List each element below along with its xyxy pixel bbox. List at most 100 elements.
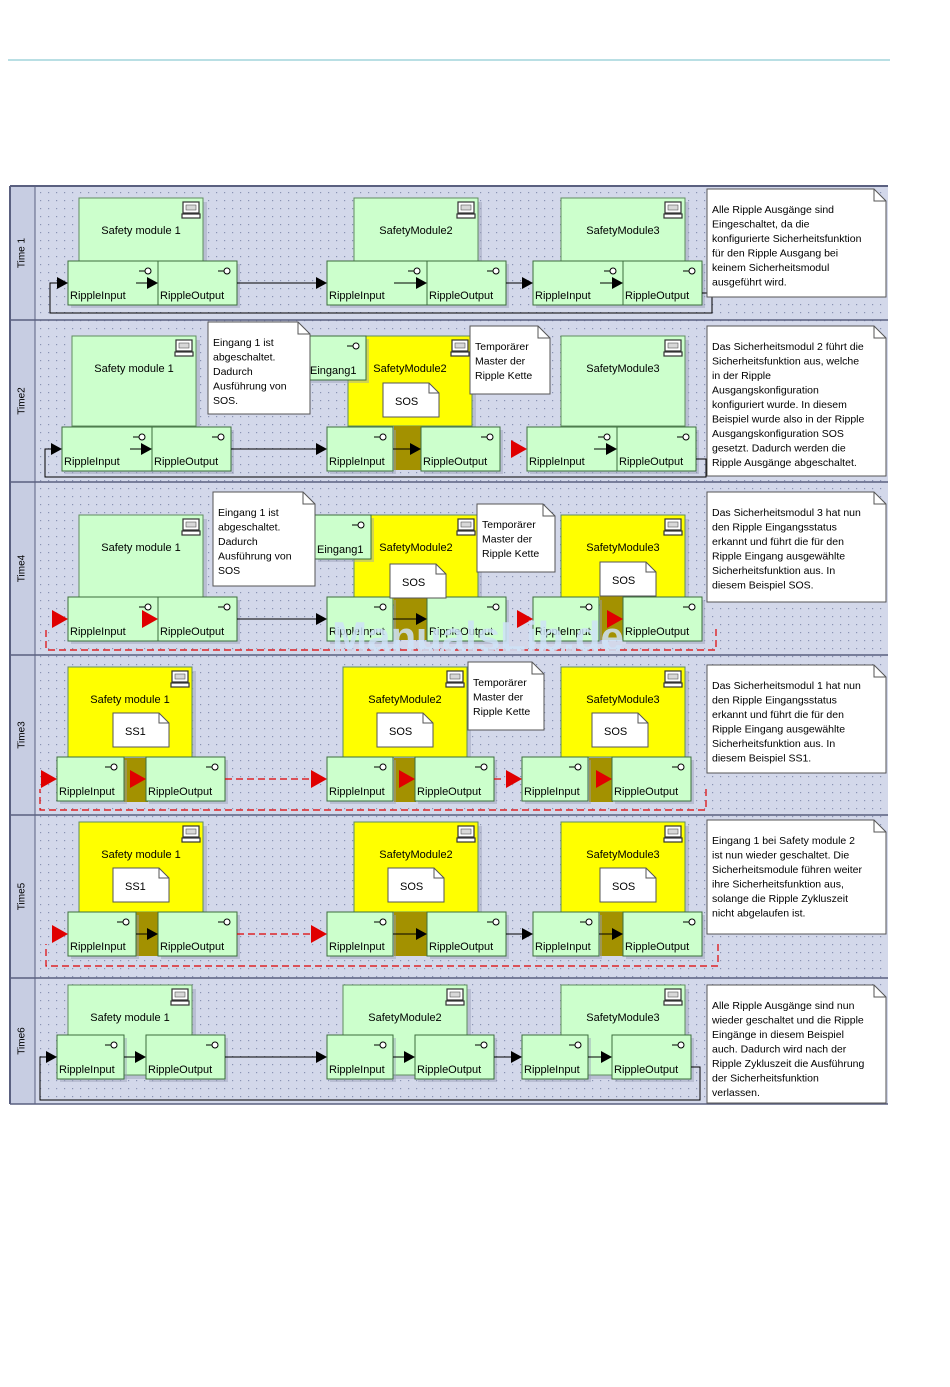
note-time4-line: diesem Beispiel SOS. <box>712 580 814 592</box>
component-icon <box>663 670 683 688</box>
interface-icon <box>683 918 696 926</box>
state-sos <box>376 712 434 748</box>
ripple-output-2-label: RippleOutput <box>417 786 481 798</box>
ripple-output-1 <box>157 911 238 957</box>
note-fold <box>873 492 886 505</box>
state-sos-label: SOS <box>400 881 423 893</box>
interface-icon <box>117 918 130 926</box>
note-time5-line: ihre Sicherheitsfunktion aus, <box>712 879 844 891</box>
red-arrow-head <box>142 610 158 628</box>
ripple-output-3 <box>611 1034 692 1080</box>
note-time3 <box>706 664 887 774</box>
note-time1-line: keinem Sicherheitsmodul <box>712 262 829 274</box>
red-arrow-head <box>52 610 68 628</box>
interface-icon <box>105 763 118 771</box>
note-fold <box>645 562 656 573</box>
callout-master-line: Master der <box>473 692 524 704</box>
red-arrow-head <box>607 610 623 628</box>
safety-module-2-label: SafetyModule2 <box>368 1012 441 1024</box>
ripple-input-3-label: RippleInput <box>524 786 580 798</box>
arrow-head <box>57 277 68 289</box>
ripple-output-3-label: RippleOutput <box>614 786 678 798</box>
safety-module-3-label: SafetyModule3 <box>586 1012 659 1024</box>
state-sos-label: SOS <box>612 575 635 587</box>
interface-icon <box>374 603 387 611</box>
interface-icon <box>133 433 146 441</box>
ripple-output-2 <box>414 756 495 802</box>
arrow-head <box>147 277 158 289</box>
callout-eingang-line: SOS <box>218 565 240 577</box>
component-icon <box>181 825 201 843</box>
arrow-head <box>404 1051 415 1063</box>
note-time6 <box>706 984 887 1104</box>
callout-master <box>469 325 551 395</box>
interface-icon <box>218 603 231 611</box>
interface-icon <box>672 763 685 771</box>
note-time1-line: Alle Ripple Ausgänge sind <box>712 204 834 216</box>
red-feedback-line <box>45 629 717 651</box>
callout-eingang-line: Dadurch <box>218 536 258 548</box>
component-icon <box>456 201 476 219</box>
ripple-input-3-label: RippleInput <box>524 1064 580 1076</box>
interface-icon <box>481 433 494 441</box>
note-time6-line: Eingänge in diesem Beispiel <box>712 1029 844 1041</box>
note-time6-line: auch. Dadurch wird nach der <box>712 1044 847 1056</box>
callout-master-line: Ripple Kette <box>473 706 530 718</box>
note-time2-line: Ripple Ausgänge abgeschaltet. <box>712 457 857 469</box>
note-fold <box>158 713 169 724</box>
note-fold <box>873 326 886 339</box>
safety-module-1-label: Safety module 1 <box>94 363 174 375</box>
state-sos-label: SOS <box>612 881 635 893</box>
state-sos <box>387 867 445 903</box>
ripple-input-1-label: RippleInput <box>70 626 126 638</box>
ripple-input-2-label: RippleInput <box>329 941 385 953</box>
component-icon <box>170 988 190 1006</box>
callout-eingang-line: abgeschaltet. <box>218 522 280 534</box>
component-icon <box>450 339 470 357</box>
ripple-output-3 <box>622 260 703 306</box>
safety-module-1-label: Safety module 1 <box>90 1012 170 1024</box>
ripple-input-3-label: RippleInput <box>529 456 585 468</box>
note-fold <box>158 868 169 879</box>
ripple-input-1-label: RippleInput <box>64 456 120 468</box>
interface-icon <box>139 267 152 275</box>
arrow-head <box>606 443 617 455</box>
note-time1 <box>706 188 887 298</box>
callout-eingang-line: SOS. <box>213 395 238 407</box>
ripple-output-3 <box>616 426 697 472</box>
arrow-head <box>410 443 421 455</box>
callout-eingang-line: Ausführung von <box>218 551 292 563</box>
arrow-head <box>522 277 533 289</box>
interface-icon <box>212 433 225 441</box>
ripple-output-1-label: RippleOutput <box>148 1064 212 1076</box>
ripple-output-3 <box>611 756 692 802</box>
note-time5-line: nicht abgelaufen ist. <box>712 908 805 920</box>
feedback-line <box>44 448 707 478</box>
note-fold <box>302 492 315 505</box>
note-time3-line: diesem Beispiel SS1. <box>712 753 811 765</box>
note-time6-line: der Sicherheitsfunktion <box>712 1073 819 1085</box>
ripple-output-2-label: RippleOutput <box>429 941 493 953</box>
ripple-output-3-label: RippleOutput <box>614 1064 678 1076</box>
state-sos <box>599 867 657 903</box>
callout-master <box>476 503 556 573</box>
note-time2-line: Beispiel wurde also in der Ripple <box>712 414 864 426</box>
component-icon <box>174 339 194 357</box>
note-time2-line: Ausgangskonfiguration SOS <box>712 428 844 440</box>
note-time6-line: wieder geschaltet und die Ripple <box>711 1015 864 1027</box>
note-time2-line: Sicherheitsfunktion aus, welche <box>712 356 859 368</box>
component-icon <box>456 518 476 536</box>
feedback-line <box>39 1056 701 1101</box>
interface-icon <box>475 763 488 771</box>
red-arrow-head <box>130 770 146 788</box>
time-label: Time5 <box>17 882 28 910</box>
interface-icon <box>347 342 360 350</box>
interface-icon <box>487 603 500 611</box>
arrow-head <box>612 928 623 940</box>
callout-eingang-line: Dadurch <box>213 366 253 378</box>
callout-master-line: Temporärer <box>482 519 536 531</box>
ripple-output-3-label: RippleOutput <box>619 456 683 468</box>
ripple-output-1-label: RippleOutput <box>160 626 224 638</box>
red-feedback-line <box>45 944 719 967</box>
